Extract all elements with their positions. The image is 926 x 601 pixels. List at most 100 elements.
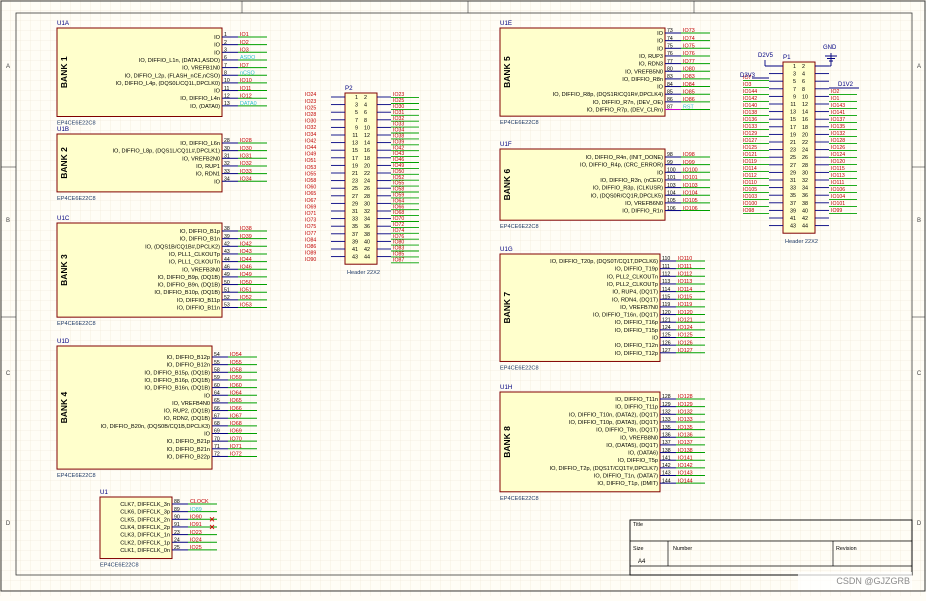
pin-name: IO, DIFFIO_B12p: [166, 355, 210, 361]
header-net-label: IO25: [393, 98, 404, 104]
header-net-label: IO138: [743, 110, 757, 116]
net-label: IO74: [683, 36, 695, 42]
header-net-label: IO23: [305, 99, 316, 105]
pin-name: IO, DIFFIO_B11p: [177, 298, 220, 304]
header-pin-number: 20: [802, 132, 808, 138]
header-pin-number: 32: [364, 209, 370, 215]
pin-number: 72: [214, 452, 220, 458]
pin-name: IO, DIFFIO_L2p, (FLASH_nCE,nCSO): [125, 73, 221, 79]
net-label: IO138: [678, 448, 693, 454]
pin-number: 66: [214, 406, 220, 412]
zone-letter-right: D: [917, 521, 922, 527]
pin-number: 133: [662, 417, 671, 423]
header-pin-number: 15: [352, 148, 358, 154]
net-label: IO49: [240, 272, 252, 278]
header-body: [344, 92, 378, 265]
pin-name: IO, DIFFIO_B1p: [180, 229, 220, 235]
header-net-label: IO125: [743, 145, 757, 151]
header-pin-number: 43: [352, 255, 358, 261]
chip-part-number: EP4CE6E22C8: [57, 321, 96, 327]
header-net-label: IO84: [305, 237, 316, 243]
pin-name: CLK1, DIFFCLK_0n: [120, 548, 170, 554]
header-pin-number: 19: [352, 163, 358, 169]
header-net-label: IO106: [831, 187, 845, 193]
pin-name: IO, DIFFIO_B21p: [166, 439, 210, 445]
pin-name: IO, DIFFIO_T10n, (DATA2), (DQ1T): [569, 412, 658, 418]
net-label: IO113: [678, 279, 692, 285]
bank-title: BANK 2: [59, 147, 69, 179]
header-net-label: IO65: [305, 191, 316, 197]
pin-name: IO, DIFFIO_R4n, (INIT_DONE): [586, 155, 664, 161]
pin-name: IO, DIFFIO_L1n, (DATA1,ASDO): [139, 58, 220, 64]
net-label: IO76: [683, 51, 695, 57]
pin-name: IO, VREFB2N0: [182, 156, 220, 162]
header-net-label: IO105: [743, 187, 757, 193]
pin-number: 115: [662, 294, 670, 300]
pin-name: IO, DIFFIO_T2p, (DQS1T/CQ1T#,DPCLK7): [550, 466, 659, 472]
chip-designator: U1D: [57, 338, 70, 345]
pin-name: IO, (DQS1B/CQ1B#,DPCLK2): [145, 244, 220, 250]
header-pin-number: 1: [355, 95, 358, 101]
pin-number: 80: [667, 66, 673, 72]
bank-title: BANK 4: [59, 391, 69, 423]
bank-title: BANK 3: [59, 254, 69, 286]
pin-number: 143: [662, 471, 671, 477]
net-label: DATA0: [240, 101, 257, 107]
pin-name: IO: [204, 393, 211, 399]
header-pin-number: 28: [802, 163, 808, 169]
net-label: IO119: [678, 302, 692, 308]
pin-name: IO: [652, 336, 659, 342]
pin-name: IO, RDN1: [196, 172, 220, 178]
chip-designator: U1G: [500, 246, 513, 253]
net-label: IO90: [190, 515, 202, 521]
pin-number: 135: [662, 425, 671, 431]
header-net-label: IO71: [305, 211, 316, 217]
header-pin-number: 25: [352, 186, 358, 192]
net-label: IO143: [678, 471, 693, 477]
header-net-label: IO31: [393, 110, 404, 116]
pin-number: 88: [174, 499, 180, 505]
net-label: IO46: [240, 264, 252, 270]
header-pin-number: 2: [802, 64, 805, 70]
net-label: IO51: [240, 287, 252, 293]
chip-part-number: EP4CE6E22C8: [57, 473, 96, 479]
header-pin-number: 17: [352, 156, 358, 162]
pin-number: 74: [667, 36, 673, 42]
pin-number: 111: [662, 264, 670, 270]
header-net-label: IO1: [831, 96, 839, 102]
pin-number: 53: [224, 303, 230, 309]
net-label: IO50: [240, 280, 252, 286]
net-label: IO141: [678, 455, 693, 461]
header-net-label: IO119: [743, 159, 757, 165]
net-label: IO10: [240, 78, 252, 84]
header-pin-number: 9: [355, 125, 358, 131]
header-net-label: IO51: [305, 158, 316, 164]
pin-name: IO: [204, 432, 211, 438]
bank-title: BANK 7: [502, 292, 512, 324]
pin-number: 65: [214, 398, 220, 404]
header-net-label: IO23: [393, 92, 404, 98]
pin-name: IO, RUP2, (DQ1B): [164, 409, 210, 415]
pin-name: IO: [214, 50, 221, 56]
pin-name: IO, (DATA5), (DQ1T): [606, 443, 658, 449]
header-net-label: IO39: [393, 139, 404, 145]
chip-part-number: EP4CE6E22C8: [57, 121, 96, 127]
header-net-label: IO110: [743, 180, 757, 186]
pin-name: CLK3, DIFFCLK_1n: [120, 533, 170, 539]
net-label: IO64: [230, 390, 242, 396]
chip-body: [99, 496, 173, 560]
pin-number: 52: [224, 295, 230, 301]
pin-number: 38: [224, 226, 230, 232]
pin-number: 76: [667, 51, 673, 57]
